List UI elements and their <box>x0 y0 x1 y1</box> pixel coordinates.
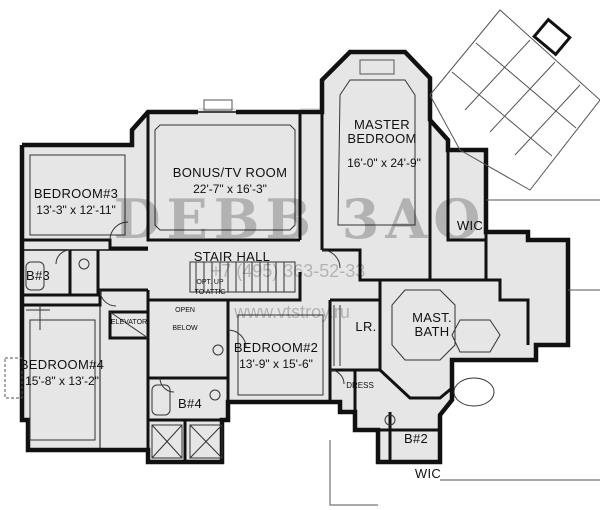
bedroom3-label: BEDROOM#3 <box>34 186 118 201</box>
bath2-label: B#2 <box>404 431 428 446</box>
room-labels: MASTER BEDROOM 16'-0" x 24'-9" BONUS/TV … <box>20 117 483 481</box>
watermark: DEBB 3AO +7 (495) 363-52-33 www.vtstroy.… <box>114 187 487 322</box>
exterior-features <box>4 9 600 506</box>
watermark-brand: DEBB 3AO <box>114 187 487 251</box>
opt-attic-label-1: OPT. UP <box>196 279 224 286</box>
mast-bath-label-1: MAST. <box>412 310 452 325</box>
bath3-label: B#3 <box>26 268 50 283</box>
master-bedroom-label-1: MASTER <box>354 117 410 132</box>
staircase <box>189 261 296 293</box>
laundry-label: LR. <box>355 319 376 334</box>
master-bedroom-label-2: BEDROOM <box>347 131 416 146</box>
detail-lines <box>25 79 501 459</box>
bonus-room-label: BONUS/TV ROOM <box>173 165 287 180</box>
master-bedroom-dims: 16'-0" x 24'-9" <box>347 156 421 170</box>
bedroom4-label: BEDROOM#4 <box>20 357 104 372</box>
bedroom2-dims: 13'-9" x 15'-6" <box>239 357 313 371</box>
mast-bath-label-2: BATH <box>415 324 450 339</box>
stair-hall-label: STAIR HALL <box>194 249 270 264</box>
wic-bed2-label: WIC <box>415 466 441 481</box>
elevator-label: ELEVATOR <box>111 319 147 326</box>
bedroom3-dims: 13'-3" x 12'-11" <box>36 203 116 217</box>
wic-master-label: WIC <box>457 218 483 233</box>
bedroom4-dims: 15'-8" x 13'-2" <box>25 374 99 388</box>
bath4-label: B#4 <box>178 396 202 411</box>
interior-walls <box>22 112 530 462</box>
open-below-label-1: OPEN <box>175 307 195 314</box>
bedroom2-label: BEDROOM#2 <box>234 340 318 355</box>
watermark-phone: +7 (495) 363-52-33 <box>211 261 366 281</box>
watermark-site: www.vtstroy.ru <box>233 302 350 322</box>
open-below-label-2: BELOW <box>172 325 198 332</box>
opt-attic-label-2: TO ATTIC <box>195 289 226 296</box>
bonus-room-dims: 22'-7" x 16'-3" <box>193 182 267 196</box>
dress-label: DRESS <box>346 381 374 390</box>
